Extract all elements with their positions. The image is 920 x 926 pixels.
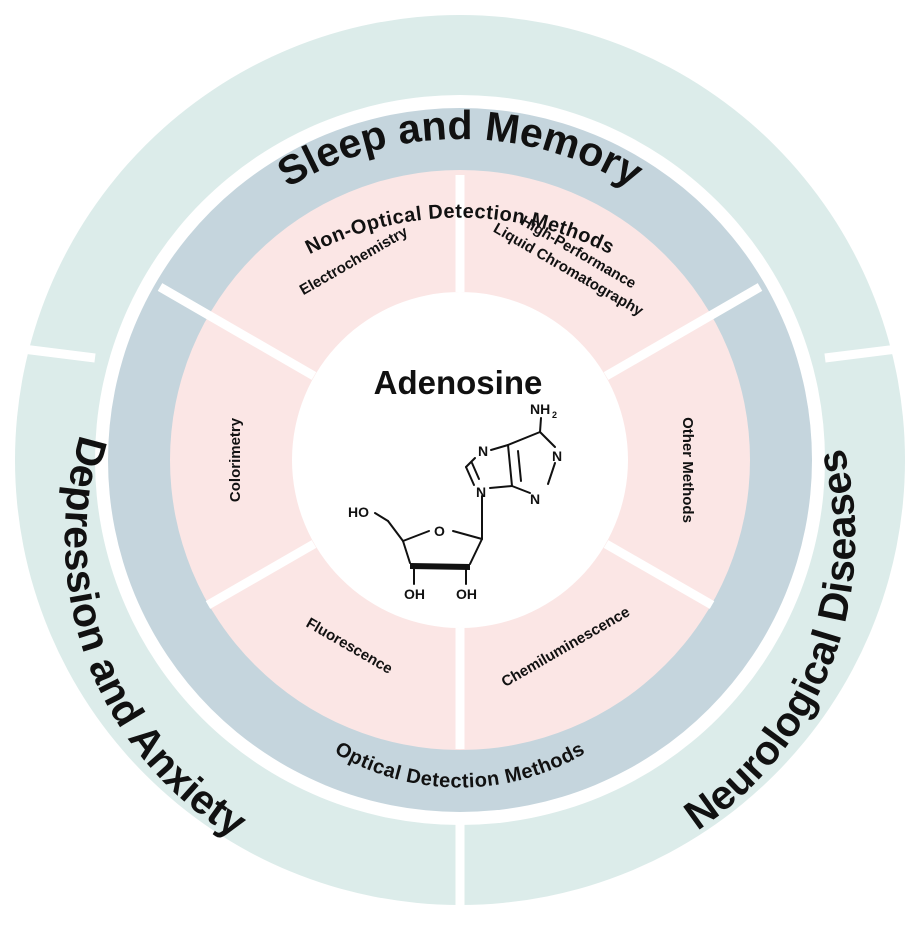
atom-n3: N bbox=[530, 491, 540, 507]
sector-colorimetry: Colorimetry bbox=[227, 417, 244, 502]
center-disc bbox=[292, 292, 628, 628]
adenosine-structure-icon: NH 2 N N N N O HO OH OH bbox=[348, 401, 562, 602]
atom-oh-right: OH bbox=[456, 586, 477, 602]
atom-oh-left: OH bbox=[404, 586, 425, 602]
center-title: Adenosine bbox=[374, 364, 543, 401]
sector-divider-lower-right bbox=[603, 540, 715, 609]
atom-o-ring: O bbox=[434, 523, 445, 539]
outer-divider-right bbox=[824, 343, 906, 363]
sector-label-colorimetry: Colorimetry bbox=[227, 417, 244, 502]
sector-label-other-methods: Other Methods bbox=[679, 417, 696, 523]
atom-n7: N bbox=[478, 443, 488, 459]
atom-n1: N bbox=[552, 448, 562, 464]
ring-layers bbox=[15, 15, 905, 905]
sector-divider-upper-right bbox=[603, 283, 763, 380]
sector-divider-lower-left bbox=[205, 540, 317, 609]
separators bbox=[14, 175, 906, 915]
atom-ho: HO bbox=[348, 504, 369, 520]
atom-nh2-subscript: 2 bbox=[552, 410, 557, 420]
sector-other-methods: Other Methods bbox=[679, 417, 696, 523]
outer-divider-left bbox=[14, 343, 96, 363]
atom-n9: N bbox=[476, 484, 486, 500]
atom-nh2: NH bbox=[530, 401, 550, 417]
sector-divider-upper-left bbox=[157, 283, 317, 380]
